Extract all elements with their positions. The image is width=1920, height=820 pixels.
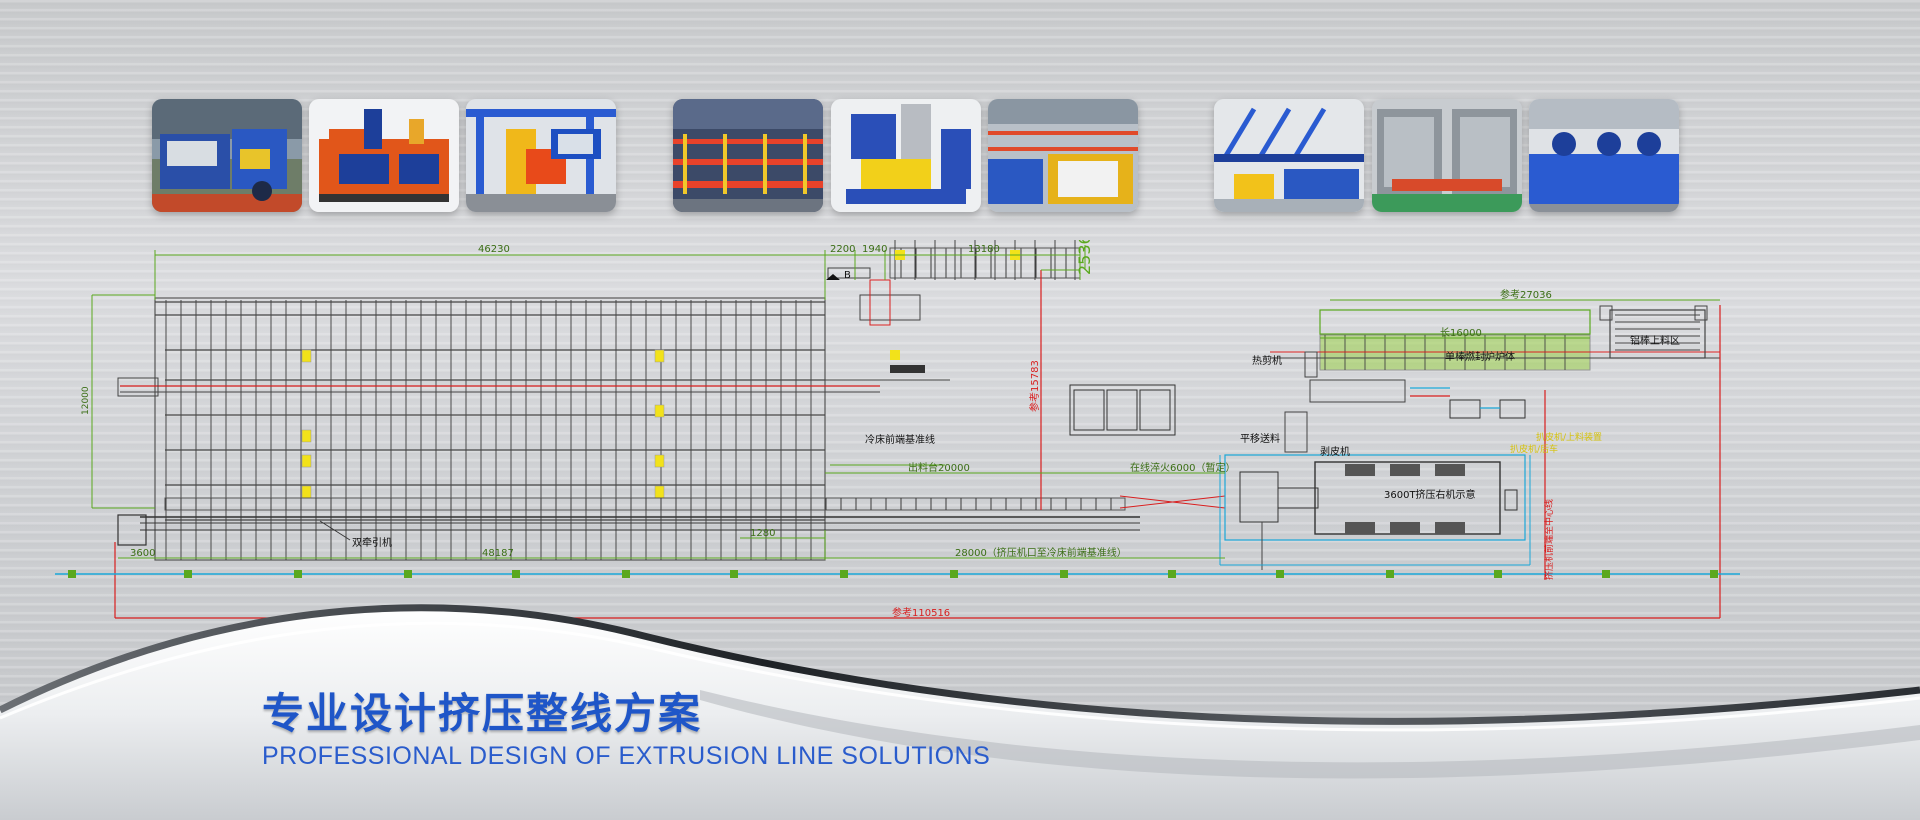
- dim-13180: 13180: [968, 244, 1000, 255]
- press-label: 3600T挤压右机示意: [1384, 488, 1476, 501]
- axis-markers: [68, 570, 1718, 578]
- peeler-label: 剥皮机: [1320, 445, 1350, 458]
- dim-left-vertical: 12000: [81, 386, 91, 415]
- line-layout-diagram: 46230 2200 1940 13180 参考27036 长16000 360…: [55, 240, 1740, 619]
- photo-cooling-table: [673, 99, 823, 212]
- dim-ref27036: 参考27036: [1500, 288, 1552, 301]
- dim-46230: 46230: [478, 244, 510, 255]
- transfer-feeding-label: 平移送料: [1240, 432, 1280, 445]
- photo-extrusion-press-2: [309, 99, 459, 212]
- photo-stretcher-unit: [831, 99, 981, 212]
- furnace-label: 单棒燃封炉炉体: [1445, 350, 1515, 363]
- photo-die-oven: [1529, 99, 1679, 212]
- section-b-label: B: [844, 270, 851, 281]
- dim-out20000: 出料台20000: [908, 461, 970, 474]
- dim-2536: 2536: [1075, 240, 1094, 275]
- dimension-lines: [91, 245, 1720, 560]
- billet-furnace: [1270, 305, 1720, 453]
- extrusion-press: [1224, 454, 1526, 570]
- dim-1280: 1280: [750, 528, 775, 539]
- dim-online6000: 在线淬火6000（暂定）: [1130, 461, 1235, 474]
- photo-handling-gantry: [1214, 99, 1364, 212]
- dim-3600: 3600: [130, 548, 155, 559]
- cooling-ref-line-label: 冷床前端基准线: [865, 433, 935, 446]
- yellow-note-1: 扒皮机/上料装置: [1536, 431, 1602, 443]
- dim-2200: 2200: [830, 244, 855, 255]
- dim-ref15783: 参考15783: [1028, 360, 1041, 412]
- headline-english: PROFESSIONAL DESIGN OF EXTRUSION LINE SO…: [262, 742, 991, 770]
- billet-loading-label: 铝棒上料区: [1630, 334, 1680, 347]
- double-puller-label: 双牵引机: [352, 536, 392, 549]
- hot-shear-label: 热剪机: [1252, 354, 1282, 367]
- photo-extrusion-press-1: [152, 99, 302, 212]
- dim-ref110516: 参考110516: [892, 606, 950, 619]
- dim-16000: 长16000: [1440, 327, 1482, 339]
- cooling-bed: [117, 297, 880, 561]
- control-cabinets: [1069, 384, 1176, 436]
- dim-48187: 48187: [482, 548, 514, 559]
- saw-table: [825, 240, 1081, 381]
- photo-aging-oven: [1372, 99, 1522, 212]
- dim-1940: 1940: [862, 244, 887, 255]
- dim-28000: 28000（挤压机口至冷床前端基准线）: [955, 546, 1127, 559]
- photo-saw-table: [988, 99, 1138, 212]
- runout-table: [117, 495, 1226, 546]
- yellow-note-2: 扒皮机/后车: [1510, 443, 1558, 455]
- photo-puller-unit: [466, 99, 616, 212]
- headline-chinese: 专业设计挤压整线方案: [262, 689, 703, 738]
- photo-strip: [0, 99, 1920, 213]
- decorative-wave: [0, 604, 1920, 820]
- dim-right-vertical: 挤压机前端至中心线: [1543, 499, 1555, 580]
